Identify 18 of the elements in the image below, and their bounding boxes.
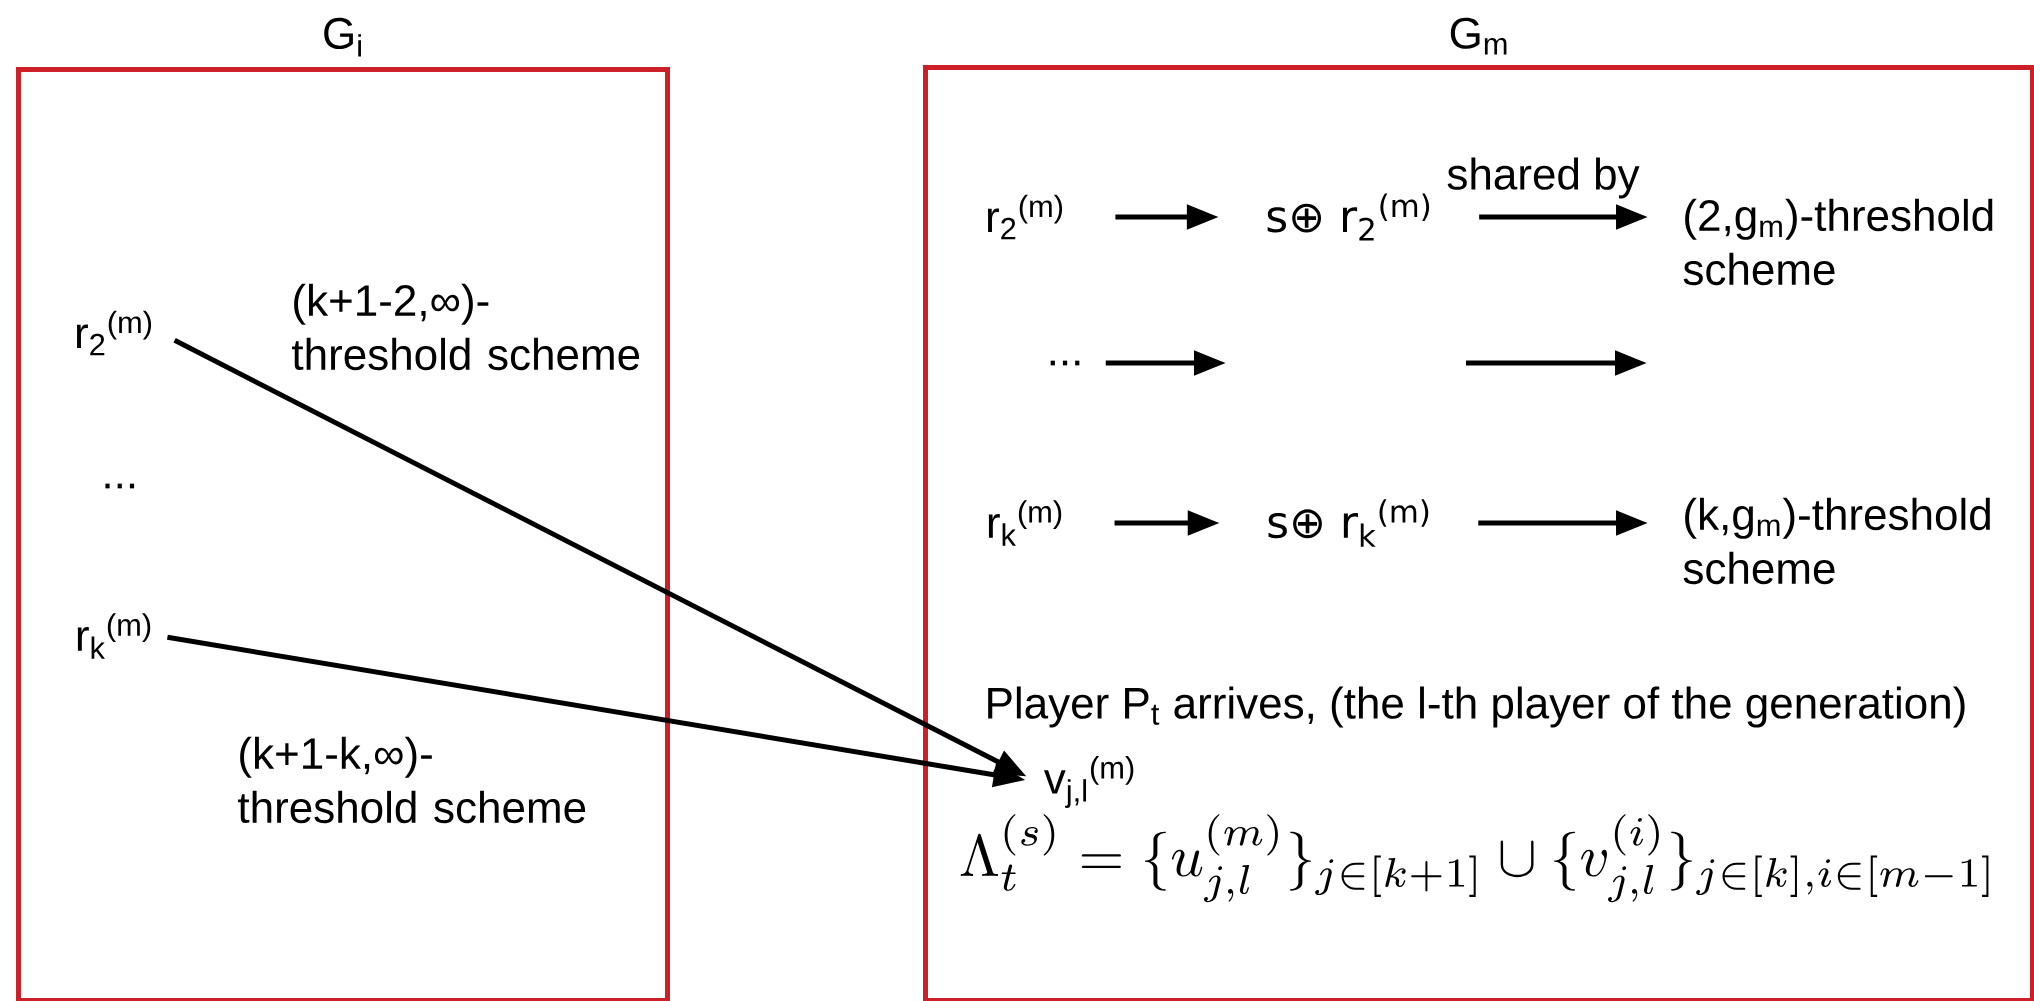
node-text: s⊕ r$_{k}$(m) <box>1268 499 1429 547</box>
node-text: ... <box>1050 360 1080 366</box>
node-text: r$_{k}$(m) <box>988 500 1062 546</box>
edge-label: (k+1-2,∞)- threshold scheme <box>292 283 640 371</box>
node-text: s⊕ r$_{2}$(m) <box>1267 193 1430 241</box>
edge-label: (k+1-k,∞)- threshold scheme <box>238 736 586 824</box>
node-text: (2,g$_{m}$)-threshold scheme <box>1683 198 1993 286</box>
node-label: G$_{i}$ <box>324 17 361 57</box>
node-text: r$_{2}$(m) <box>76 310 152 356</box>
node-text: r$_{2}$(m) <box>987 194 1063 240</box>
note-text: Player P$_{t}$ arrives, (the l-th player of the generation) <box>988 686 1965 728</box>
note-text: ... <box>105 483 135 489</box>
node-text: (k,g$_{m}$)-threshold scheme <box>1683 497 1990 585</box>
edge-label: shared by <box>1447 157 1640 199</box>
node-text: r$_{k}$(m) <box>77 613 151 659</box>
formula: $\Lambda_t^{(s)} = \{u_{j,l}^{(m)}\}_{j\in[k+1]} \cup \{v_{j,l}^{(i)}\}_{j\in[k],i\in[m-1]}$ <box>960 814 1989 903</box>
node-text: v$_{j,l}$(m) <box>1043 756 1134 808</box>
node-label: G$_{m}$ <box>1450 17 1507 55</box>
